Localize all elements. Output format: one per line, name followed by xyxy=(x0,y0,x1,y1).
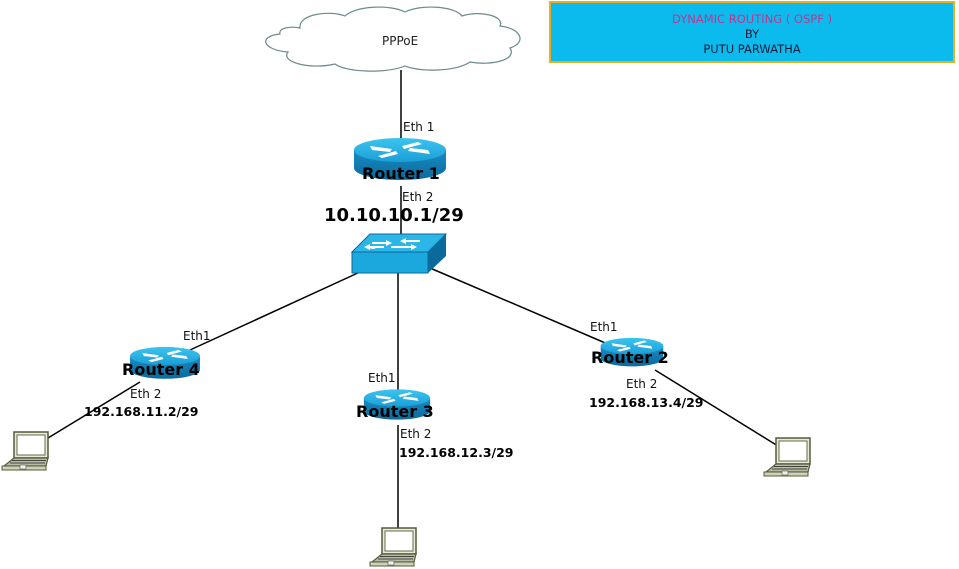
switch-ip-label: 10.10.10.1/29 xyxy=(324,205,464,226)
router1-eth2-label: Eth 2 xyxy=(402,190,434,204)
router4-eth1-label: Eth1 xyxy=(183,329,211,343)
title-by: BY xyxy=(744,27,760,41)
router3-eth1-label: Eth1 xyxy=(368,371,396,385)
link-router4-laptop xyxy=(47,381,141,439)
router4-name: Router 4 xyxy=(122,360,200,379)
laptop-icon[interactable] xyxy=(1,431,49,471)
router3-eth2-label: Eth 2 xyxy=(400,427,432,441)
link-router2-laptop xyxy=(654,369,779,447)
router1-name: Router 1 xyxy=(362,164,440,183)
laptop-icon[interactable] xyxy=(369,527,417,567)
router3-ip-label: 192.168.12.3/29 xyxy=(399,445,514,460)
title-box: DYNAMIC ROUTING ( OSPF ) BY PUTU PARWATH… xyxy=(549,1,955,63)
router2-eth1-label: Eth1 xyxy=(590,320,618,334)
router4-ip-label: 192.168.11.2/29 xyxy=(84,404,199,419)
link-switch-router4 xyxy=(189,271,361,351)
title-text: DYNAMIC ROUTING ( OSPF ) xyxy=(672,12,832,26)
router4-eth2-label: Eth 2 xyxy=(130,387,162,401)
cloud-label: PPPoE xyxy=(382,34,419,48)
router3-name: Router 3 xyxy=(356,402,434,421)
links xyxy=(47,70,779,528)
router2-ip-label: 192.168.13.4/29 xyxy=(589,395,704,410)
router2-name: Router 2 xyxy=(591,348,669,367)
router2-eth2-label: Eth 2 xyxy=(626,377,658,391)
router1-eth1-label: Eth 1 xyxy=(403,120,435,134)
pppoe-cloud xyxy=(265,6,521,72)
link-switch-router2 xyxy=(429,267,611,346)
laptop-icon[interactable] xyxy=(763,437,811,477)
switch xyxy=(350,233,448,274)
author-name: PUTU PARWATHA xyxy=(703,42,801,56)
